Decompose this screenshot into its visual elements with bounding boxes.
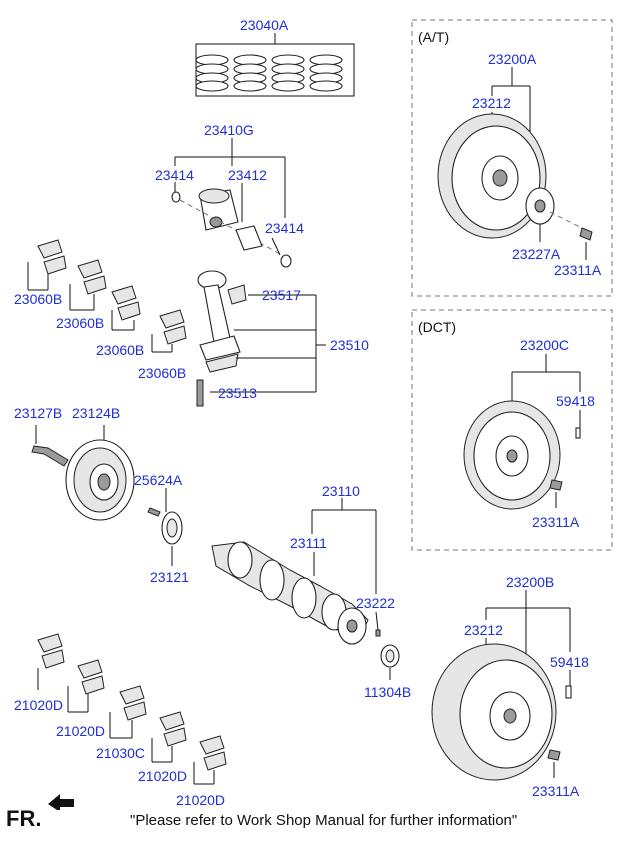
label-23212-mt[interactable]: 23212	[464, 622, 503, 638]
label-23200B[interactable]: 23200B	[506, 574, 554, 590]
label-23311A-dct[interactable]: 23311A	[532, 514, 580, 530]
bearing-shell-3	[111, 285, 141, 331]
label-23121[interactable]: 23121	[150, 569, 189, 585]
flywheel-assembly	[431, 590, 572, 781]
label-23510[interactable]: 23510	[330, 337, 369, 353]
label-23060B-4[interactable]: 23060B	[138, 365, 186, 381]
bearing-23060B-group	[27, 239, 187, 353]
label-21030C[interactable]: 21030C	[96, 745, 145, 761]
at-box: (A/T)	[411, 19, 613, 297]
dct-box-title: (DCT)	[418, 319, 456, 335]
crankshaft-sprocket	[147, 488, 183, 566]
bearing-shell-4	[151, 309, 187, 353]
label-23414-top[interactable]: 23414	[155, 167, 194, 183]
label-23412[interactable]: 23412	[228, 167, 267, 183]
bearing-lower-1	[37, 633, 65, 690]
piston-ring-set	[195, 33, 355, 97]
piston-assembly	[171, 138, 292, 268]
label-23517[interactable]: 23517	[262, 287, 301, 303]
label-23311A-mt[interactable]: 23311A	[532, 783, 580, 799]
label-23410G[interactable]: 23410G	[204, 122, 254, 138]
label-25624A[interactable]: 25624A	[134, 472, 183, 488]
bearing-lower-2	[67, 659, 105, 713]
label-23060B-3[interactable]: 23060B	[96, 342, 144, 358]
label-59418-mt[interactable]: 59418	[550, 654, 589, 670]
label-23040A[interactable]: 23040A	[240, 17, 289, 33]
label-23513[interactable]: 23513	[218, 385, 257, 401]
label-59418-dct[interactable]: 59418	[556, 393, 595, 409]
front-direction-label: FR.	[6, 806, 42, 831]
label-23060B-1[interactable]: 23060B	[14, 291, 62, 307]
label-23060B-2[interactable]: 23060B	[56, 315, 104, 331]
label-23127B[interactable]: 23127B	[14, 405, 62, 421]
label-23414-bottom[interactable]: 23414	[265, 220, 304, 236]
footnote-text: "Please refer to Work Shop Manual for fu…	[130, 812, 518, 829]
label-23124B[interactable]: 23124B	[72, 405, 120, 421]
connecting-rod	[196, 270, 326, 407]
label-21020D-3[interactable]: 21020D	[138, 768, 187, 784]
bearing-lower-3	[109, 685, 147, 739]
label-11304B[interactable]: 11304B	[364, 684, 411, 700]
front-arrow-icon	[48, 794, 74, 810]
label-23200A[interactable]: 23200A	[488, 51, 537, 67]
crankshaft	[211, 498, 381, 645]
oil-seal	[380, 644, 400, 680]
crankshaft-pulley	[31, 425, 135, 521]
bearing-lower-4	[151, 711, 187, 763]
label-23227A[interactable]: 23227A	[512, 246, 561, 262]
bearing-21020D-group	[37, 633, 227, 785]
dct-box: (DCT)	[411, 309, 613, 551]
bearing-shell-2	[69, 259, 107, 311]
label-23311A-at[interactable]: 23311A	[554, 262, 602, 278]
label-21020D-1[interactable]: 21020D	[14, 697, 63, 713]
label-23212-at[interactable]: 23212	[472, 95, 511, 111]
bearing-shell-1	[27, 239, 67, 291]
label-23110[interactable]: 23110	[322, 483, 360, 499]
label-23222[interactable]: 23222	[356, 595, 395, 611]
bearing-lower-5	[193, 735, 227, 785]
label-21020D-2[interactable]: 21020D	[56, 723, 105, 739]
at-box-title: (A/T)	[418, 29, 449, 45]
label-23111[interactable]: 23111	[290, 535, 327, 551]
label-21020D-4[interactable]: 21020D	[176, 792, 225, 808]
label-23200C[interactable]: 23200C	[520, 337, 569, 353]
